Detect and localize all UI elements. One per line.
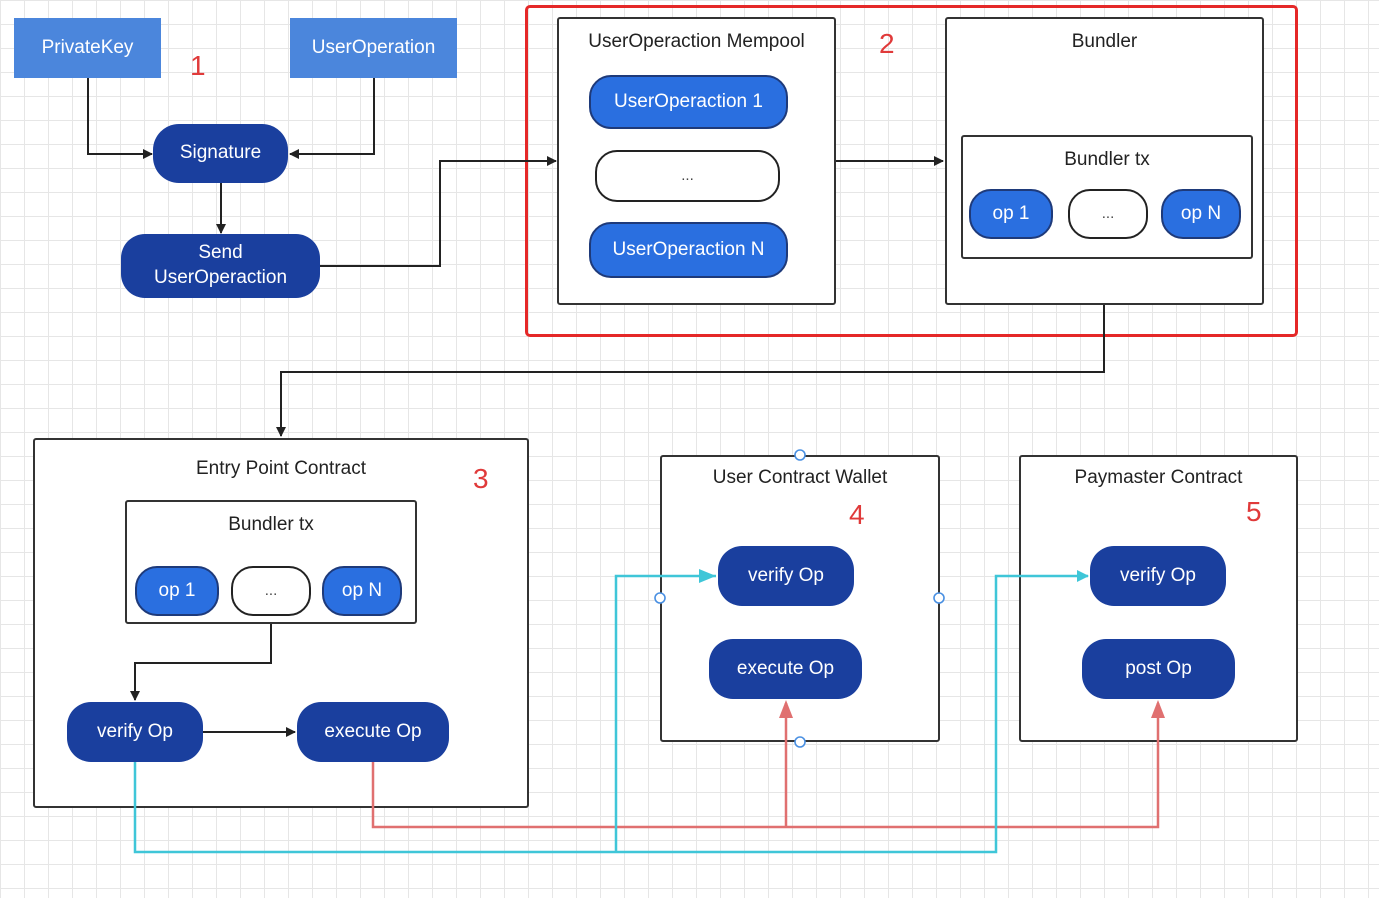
paymaster-title: Paymaster Contract <box>1074 467 1243 488</box>
section-number-4: 4 <box>849 499 865 530</box>
wallet-execute-op-label: execute Op <box>736 657 835 679</box>
signature-label: Signature <box>179 142 262 164</box>
paymaster-post-op-label: post Op <box>1125 657 1192 679</box>
mempool-op-first-label: UserOperaction 1 <box>614 90 763 112</box>
entry-execute-op[interactable]: execute Op <box>297 702 449 762</box>
entry-verify-op-label: verify Op <box>96 720 174 742</box>
bundler-title: Bundler <box>1071 31 1138 52</box>
section-number-5: 5 <box>1246 496 1262 527</box>
private-key-box[interactable]: PrivateKey <box>14 18 161 78</box>
user-operation-box[interactable]: UserOperation <box>290 18 457 78</box>
entry-point-title: Entry Point Contract <box>195 458 367 479</box>
arrow-privatekey-to-signature <box>87 78 153 159</box>
bundler-tx-title: Bundler tx <box>1064 149 1150 170</box>
arrow-send-to-mempool <box>320 156 557 267</box>
user-wallet-title: User Contract Wallet <box>712 467 888 488</box>
entry-verify-op[interactable]: verify Op <box>67 702 203 762</box>
send-useroperation-label: Send UserOperaction <box>153 242 288 288</box>
mempool-op-first[interactable]: UserOperaction 1 <box>589 75 788 129</box>
entry-execute-op-label: execute Op <box>324 720 422 742</box>
mempool-op-last[interactable]: UserOperaction N <box>589 222 788 278</box>
entry-ellipsis-label: ... <box>264 582 278 600</box>
entry-op-first-label: op 1 <box>158 579 196 601</box>
bundler-ellipsis[interactable]: ... <box>1068 189 1148 239</box>
signature-node[interactable]: Signature <box>153 124 288 183</box>
section-number-1: 1 <box>190 50 206 81</box>
section-number-3: 3 <box>473 463 489 494</box>
paymaster-verify-op[interactable]: verify Op <box>1090 546 1226 606</box>
private-key-label: PrivateKey <box>41 37 134 58</box>
entry-op-last[interactable]: op N <box>322 566 402 616</box>
paymaster-post-op[interactable]: post Op <box>1082 639 1235 699</box>
entry-bundler-tx-title: Bundler tx <box>228 514 314 535</box>
send-useroperation-node[interactable]: Send UserOperaction <box>121 234 320 298</box>
mempool-title: UserOperaction Mempool <box>588 31 805 52</box>
section-number-2: 2 <box>879 28 895 59</box>
bundler-op-last-label: op N <box>1180 202 1222 224</box>
entry-op-first[interactable]: op 1 <box>135 566 219 616</box>
paymaster-verify-op-label: verify Op <box>1119 564 1197 586</box>
bundler-op-first-label: op 1 <box>992 202 1030 224</box>
entry-ellipsis[interactable]: ... <box>231 566 311 616</box>
entry-op-last-label: op N <box>341 579 383 601</box>
bundler-op-last[interactable]: op N <box>1161 189 1241 239</box>
bundler-op-first[interactable]: op 1 <box>969 189 1053 239</box>
bundler-ellipsis-label: ... <box>1101 205 1115 223</box>
mempool-ellipsis-label: ... <box>681 167 694 185</box>
wallet-execute-op[interactable]: execute Op <box>709 639 862 699</box>
wallet-verify-op-label: verify Op <box>747 564 825 586</box>
mempool-op-last-label: UserOperaction N <box>612 238 765 260</box>
mempool-ellipsis[interactable]: ... <box>595 150 780 202</box>
arrow-useroperation-to-signature <box>289 78 375 159</box>
wallet-verify-op[interactable]: verify Op <box>718 546 854 606</box>
user-operation-label: UserOperation <box>311 37 436 58</box>
